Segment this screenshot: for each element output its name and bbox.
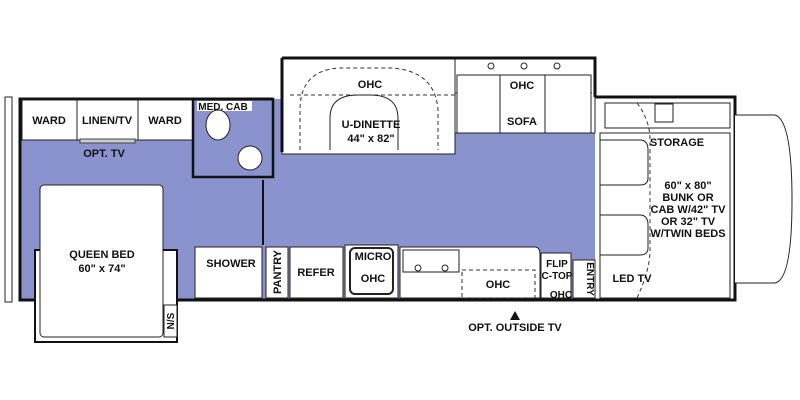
exterior-wall [18,97,595,302]
shower [194,246,263,299]
sofa [456,74,592,134]
label-queen-bed-size: 60" x 74" [78,263,125,275]
label-u-dinette-size: 44" x 82" [347,133,394,145]
label-bunk-line-5: W/TWIN BEDS [650,228,725,240]
label-ward-right: WARD [148,115,182,127]
label-shower: SHOWER [206,258,256,270]
label-queen-bed: QUEEN BED [69,249,134,261]
label-bunk-line-1: 60" x 80" [664,180,711,192]
label-dinette-ohc: OHC [358,79,383,91]
label-sofa-ohc: OHC [510,80,535,92]
microwave-range [344,244,399,299]
label-linen-tv: LINEN/TV [82,115,133,127]
u-dinette-table [329,94,399,150]
label-micro-ohc: OHC [361,273,386,285]
label-entry-ohc: OHC [550,290,572,301]
label-nightstand: N/S [166,312,177,329]
label-entry: ENTRY [584,262,595,296]
label-bunk-line-2: BUNK OR [662,192,713,204]
bathroom [191,97,275,179]
label-kitchen-ohc: OHC [486,279,511,291]
label-med-cab: MED. CAB [198,102,247,113]
nightstand [163,304,178,338]
kitchen-ohc-outline [461,269,536,299]
wardrobe-left [21,99,78,141]
passenger-seat [599,214,649,256]
opt-tv-mount [79,138,136,144]
label-bunk-line-3: CAB W/42" TV [651,204,727,216]
lavatory-sink [237,145,263,171]
label-opt-outside-tv: OPT. OUTSIDE TV [468,322,562,334]
entry-door[interactable] [572,259,596,299]
slideout-walls [282,56,597,97]
label-c-top: C-TOP [542,271,573,282]
label-micro: MICRO [355,251,392,263]
opt-outside-tv-marker [510,311,520,320]
label-bunk-line-4: OR 32" TV [661,216,716,228]
label-flip: FLIP [546,259,568,270]
label-sofa: SOFA [507,116,537,128]
label-pantry: PANTRY [272,249,284,294]
label-led-tv: LED TV [612,273,652,285]
toilet [205,109,231,141]
label-refer: REFER [297,267,334,279]
label-u-dinette: U-DINETTE [342,119,401,131]
label-storage: STORAGE [650,137,704,149]
kitchen-sink [402,249,460,273]
label-ward-left: WARD [32,115,66,127]
flip-countertop [540,252,572,299]
refrigerator [289,246,344,299]
linen-tv-cabinet [76,99,139,141]
cab-nose [735,114,793,284]
driver-seat [599,139,649,186]
rear-wall-panel [4,96,13,303]
label-opt-tv: OPT. TV [83,148,125,160]
queen-bed [39,184,164,338]
pantry [265,246,289,299]
